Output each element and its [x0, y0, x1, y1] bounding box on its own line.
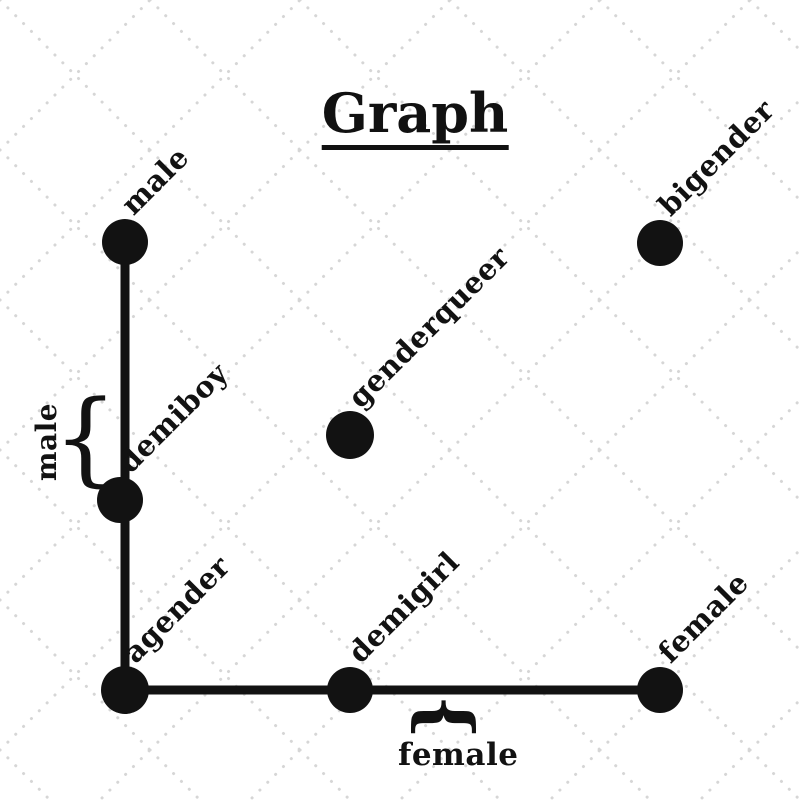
- node-agender: [101, 666, 149, 714]
- left-brace-icon: {: [53, 379, 118, 498]
- bottom-axis-label: female: [398, 737, 519, 773]
- left-axis-label: male: [30, 402, 64, 482]
- bottom-brace-icon: {: [405, 694, 489, 740]
- node-female: [637, 667, 683, 713]
- node-demigirl: [327, 667, 373, 713]
- node-genderqueer: [326, 411, 374, 459]
- node-male: [102, 219, 148, 265]
- node-demiboy: [97, 477, 143, 523]
- node-bigender: [637, 220, 683, 266]
- page-title: Graph: [321, 83, 509, 151]
